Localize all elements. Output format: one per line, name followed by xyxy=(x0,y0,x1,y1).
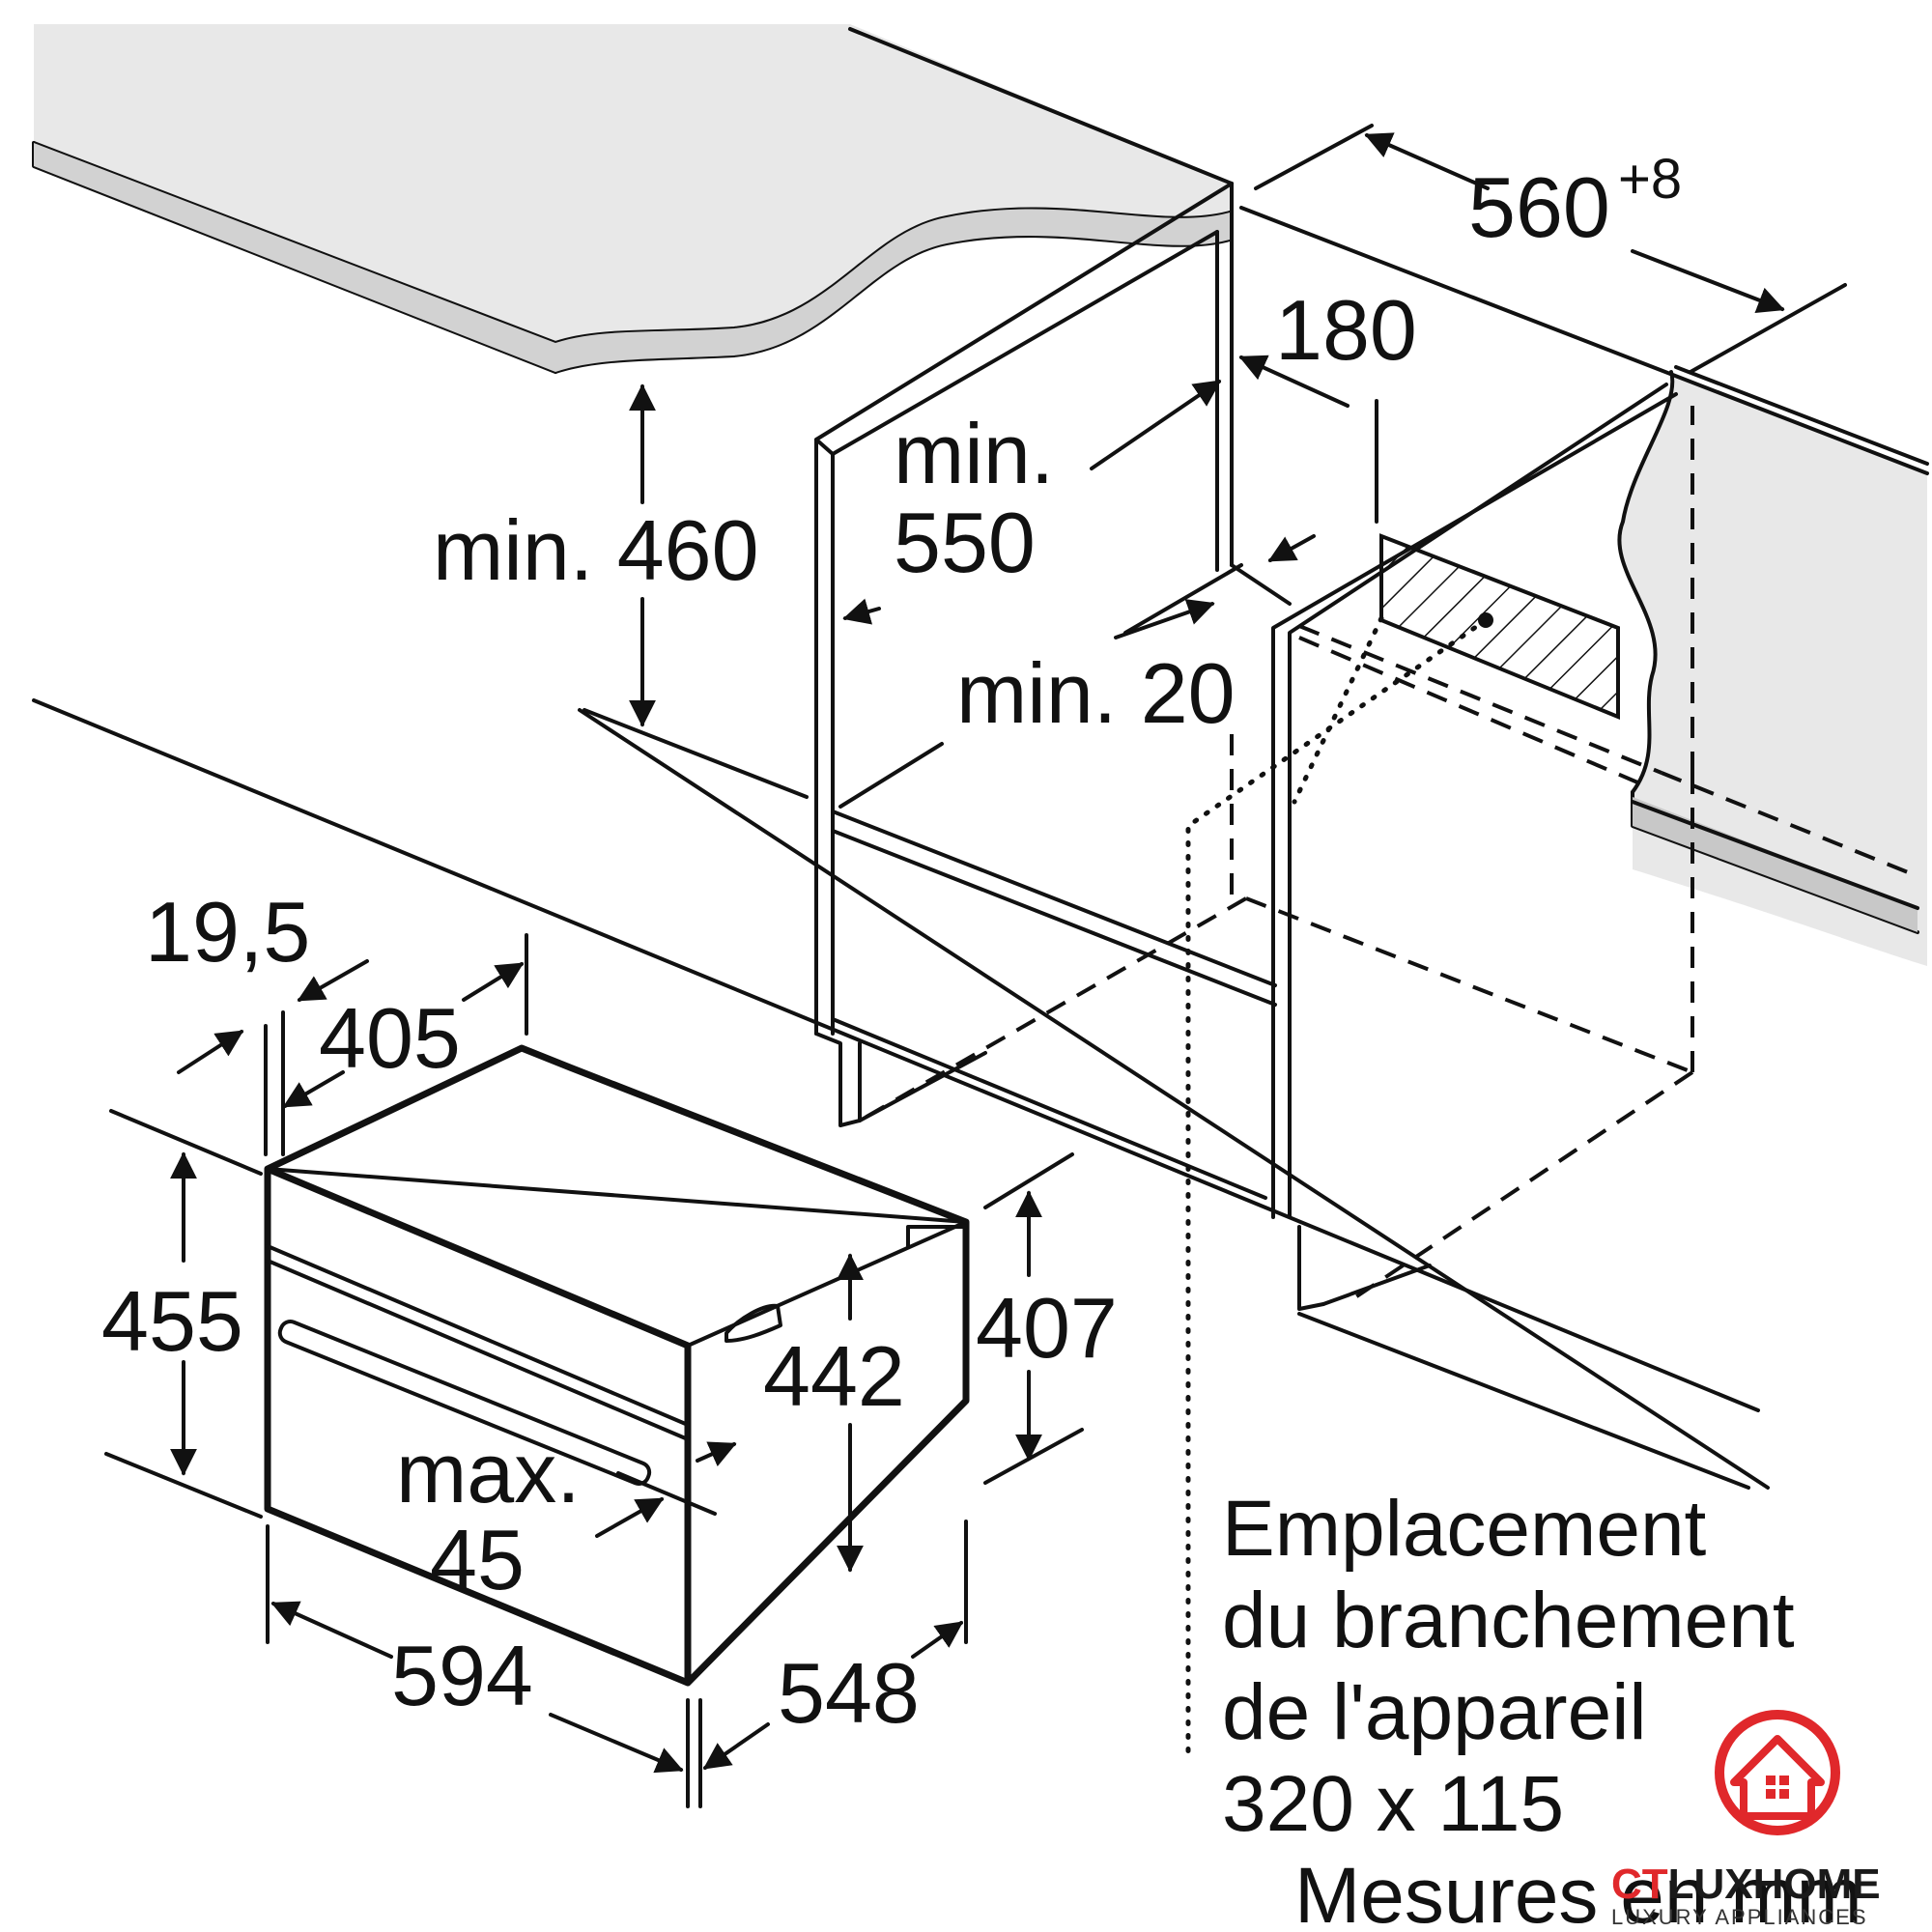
note-line-4: 320 x 115 xyxy=(1222,1760,1564,1848)
logo-brand-rest: LUXHOME xyxy=(1668,1861,1881,1908)
label-455: 455 xyxy=(101,1273,243,1369)
units-note: Mesures en mm xyxy=(1294,1852,1862,1932)
connection-area xyxy=(1185,533,1620,1761)
right-wall xyxy=(1239,206,1929,966)
cabinet-frame xyxy=(32,182,1770,1490)
svg-text:CTLUXHOME: CTLUXHOME xyxy=(1611,1861,1881,1908)
label-407: 407 xyxy=(976,1280,1118,1376)
label-min-460: min. 460 xyxy=(433,502,759,598)
label-max-45-a: max. xyxy=(396,1425,581,1520)
label-548: 548 xyxy=(778,1645,920,1741)
niche-outline xyxy=(859,406,1914,1301)
label-442: 442 xyxy=(763,1328,905,1424)
countertop xyxy=(32,24,1234,374)
note-line-3: de l'appareil xyxy=(1222,1668,1647,1756)
logo-brand-ct: CT xyxy=(1611,1861,1668,1908)
label-max-45-b: 45 xyxy=(430,1512,525,1607)
label-594: 594 xyxy=(391,1628,533,1723)
label-560: 560 xyxy=(1468,159,1610,255)
logo-house-icon xyxy=(1730,1735,1825,1820)
label-min-550-b: 550 xyxy=(894,495,1036,590)
logo-circle-icon xyxy=(1715,1710,1840,1835)
label-19-5: 19,5 xyxy=(145,884,310,980)
label-min-550-a: min. xyxy=(894,406,1054,501)
label-min-20: min. 20 xyxy=(956,645,1236,741)
dimension-lines xyxy=(104,124,1847,1808)
connection-note: Emplacement du branchement de l'appareil… xyxy=(1222,1485,1862,1932)
note-line-2: du branchement xyxy=(1222,1577,1795,1664)
note-line-1: Emplacement xyxy=(1222,1485,1707,1573)
oven xyxy=(264,1044,970,1687)
label-405: 405 xyxy=(319,990,461,1086)
label-560-sup: +8 xyxy=(1618,148,1682,211)
dimension-labels: 560 +8 180 min. 550 min. 460 min. 20 19,… xyxy=(101,148,1682,1741)
ctluxhome-logo: CTLUXHOME LUXURY APPLIANCES xyxy=(1611,1710,1881,1929)
label-180: 180 xyxy=(1275,282,1417,378)
logo-tagline: LUXURY APPLIANCES xyxy=(1611,1905,1868,1929)
